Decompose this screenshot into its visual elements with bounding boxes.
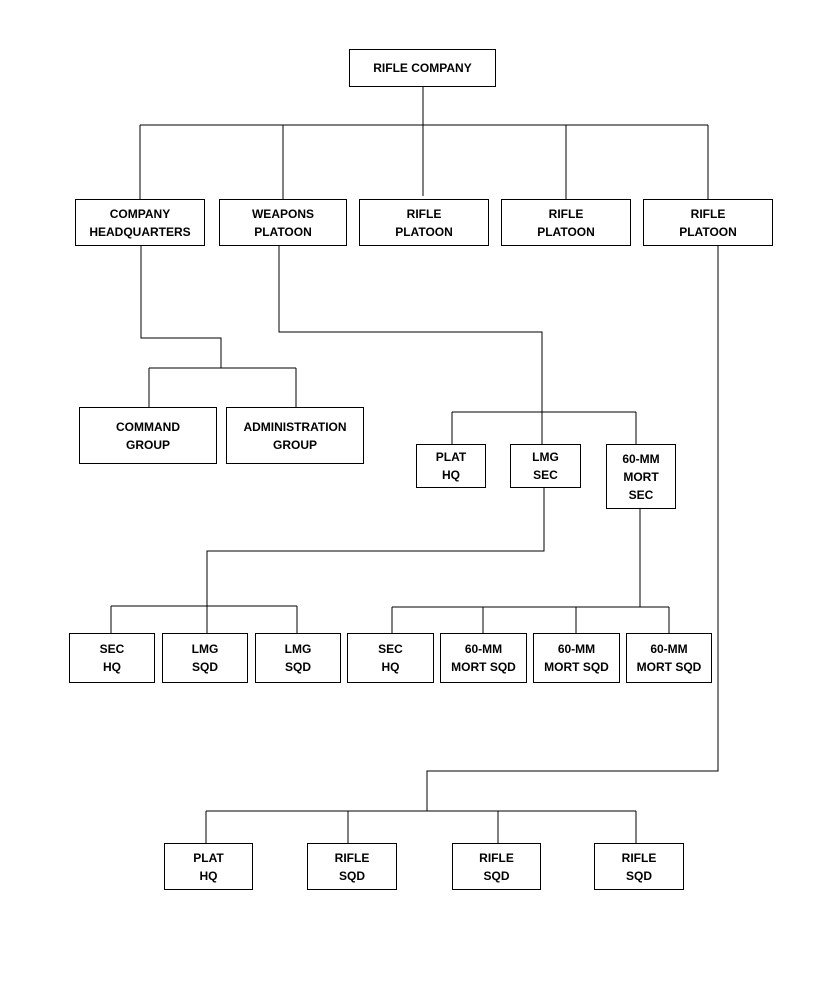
connector-rifle-platoon-down [426,246,719,811]
box-lmg-sqd-2: LMG SQD [255,633,341,683]
box-weapons-platoon: WEAPONS PLATOON [219,199,347,246]
box-rifle-sqd-1: RIFLE SQD [307,843,397,890]
connector-lmg-down [206,488,545,633]
box-lmg-sqd-1: LMG SQD [162,633,248,683]
box-mort-sec-hq: SEC HQ [347,633,434,683]
box-rifle-platoon-3: RIFLE PLATOON [643,199,773,246]
box-lmg-sec-hq: SEC HQ [69,633,155,683]
box-plat-hq-weapons: PLAT HQ [416,444,486,488]
box-command-group: COMMAND GROUP [79,407,217,464]
connector-weapons-down [278,246,543,412]
box-rifle-platoon-2: RIFLE PLATOON [501,199,631,246]
box-rifle-company: RIFLE COMPANY [349,49,496,87]
box-lmg-sec: LMG SEC [510,444,581,488]
box-mort-sqd-3: 60-MM MORT SQD [626,633,712,683]
box-rifle-sqd-2: RIFLE SQD [452,843,541,890]
box-rifle-platoon-1: RIFLE PLATOON [359,199,489,246]
box-administration-group: ADMINISTRATION GROUP [226,407,364,464]
connector-hq-down [140,246,222,368]
box-company-headquarters: COMPANY HEADQUARTERS [75,199,205,246]
box-mort-sqd-2: 60-MM MORT SQD [533,633,620,683]
box-plat-hq-rifle: PLAT HQ [164,843,253,890]
box-mort-sqd-1: 60-MM MORT SQD [440,633,527,683]
box-rifle-sqd-3: RIFLE SQD [594,843,684,890]
box-mort-sec: 60-MM MORT SEC [606,444,676,509]
